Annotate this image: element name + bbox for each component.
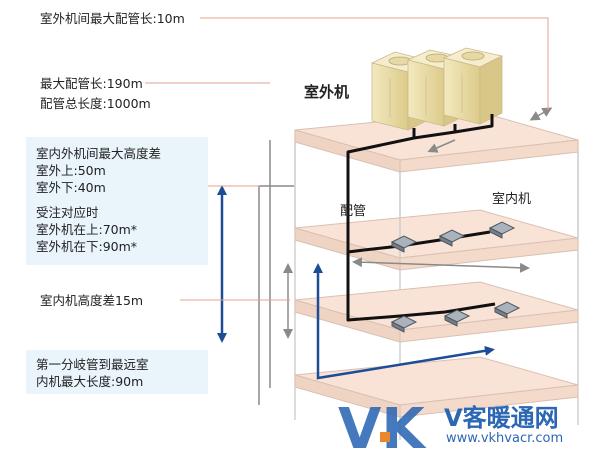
outdoor-unit-group [370, 47, 504, 131]
watermark-name: V客暖通网 [444, 404, 559, 432]
height-note-special-title: 受注对应时 [36, 205, 99, 220]
height-note-upper: 室外上:50m [36, 163, 106, 178]
total-pipe-length-label: 配管总长度:1000m [40, 96, 151, 111]
height-note-lower: 室外下:40m [36, 180, 106, 195]
indoor-unit-upper-2 [438, 229, 466, 247]
max-pipe-length-label: 最大配管长:190m [40, 76, 143, 91]
indoor-unit-upper-1 [390, 235, 418, 253]
indoor-unit-upper-3 [488, 221, 516, 239]
outdoor-unit-3 [442, 47, 504, 125]
indoor-unit-lower-3 [493, 301, 521, 319]
leader-lines [145, 17, 549, 301]
piping-label: 配管 [340, 204, 367, 219]
watermark-logo-letters: VK [338, 397, 427, 462]
watermark-url: www.vkhvacr.com [446, 431, 564, 446]
blue-dimension-arrows [217, 185, 495, 380]
watermark-logo-square [380, 432, 390, 442]
watermark-logo: VK [338, 397, 427, 462]
indoor-height-diff-label: 室内机高度差15m [40, 293, 144, 308]
height-difference-note: 室内外机间最大高度差 室外上:50m 室外下:40m 受注对应时 室外机在上:7… [26, 137, 208, 265]
height-note-special-lower: 室外机在下:90m* [36, 239, 138, 254]
height-note-title: 室内外机间最大高度差 [36, 146, 162, 161]
indoor-unit-label: 室内机 [492, 192, 532, 207]
outdoor-unit-label: 室外机 [304, 83, 350, 101]
height-note-special-upper: 室外机在上:70m* [36, 222, 138, 237]
max-pipe-between-outdoor-label: 室外机间最大配管长:10m [40, 11, 185, 26]
branch-note-line2: 内机最大长度:90m [36, 374, 144, 389]
branch-note-line1: 第一分岐管到最远室 [36, 357, 149, 372]
branch-length-note: 第一分岐管到最远室 内机最大长度:90m [26, 350, 208, 394]
